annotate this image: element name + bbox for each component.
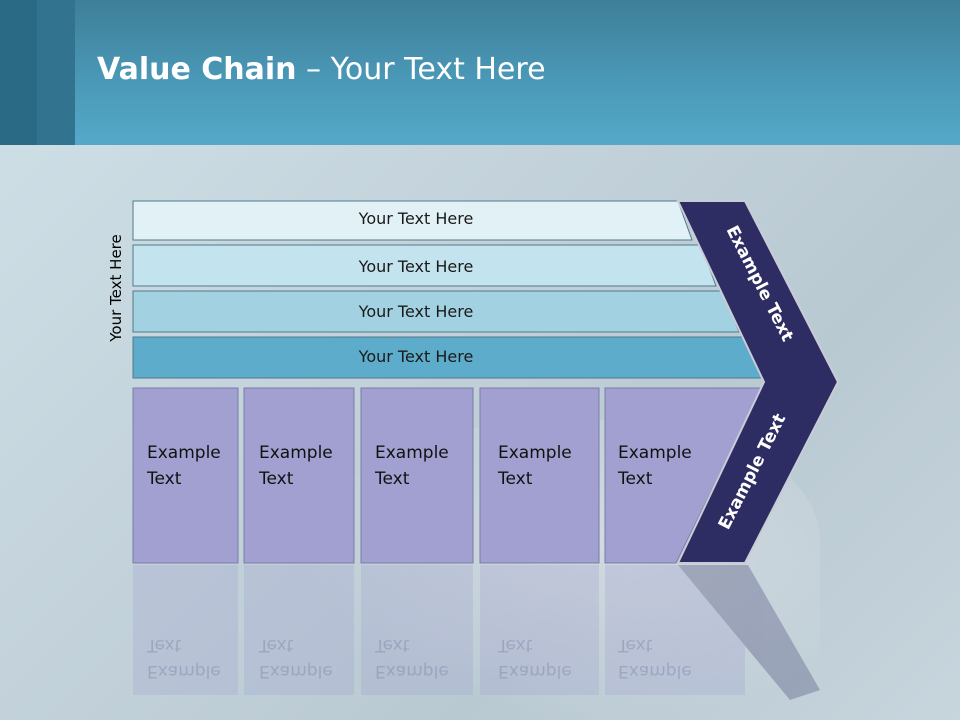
box-reflection — [244, 565, 354, 695]
box-3-text-reflection: Example Text — [375, 632, 449, 684]
activity-box-3 — [360, 387, 474, 564]
box-reflection — [361, 565, 473, 695]
chevron-reflection — [678, 565, 820, 700]
box-4-text-reflection: Example Text — [498, 632, 572, 684]
bar-3 — [132, 290, 740, 333]
chevron-arrow — [676, 200, 840, 564]
box-reflection — [133, 565, 238, 695]
activity-box-2 — [243, 387, 355, 564]
box-3-line2: Text — [375, 469, 410, 489]
bar-3-label: Your Text Here — [358, 302, 474, 321]
box-3-line1: Example — [375, 443, 449, 463]
reflection-line1: Example — [375, 661, 449, 681]
box-2-line1: Example — [259, 443, 333, 463]
bar-2 — [132, 244, 717, 287]
box-5-line1: Example — [618, 443, 692, 463]
header-accent-bar — [0, 0, 37, 145]
reflection-line2: Text — [498, 635, 533, 655]
page-title: Value Chain – Your Text Here — [97, 52, 546, 87]
box-5-line2: Text — [618, 469, 653, 489]
bar-1-label: Your Text Here — [358, 209, 474, 228]
box-4-line1: Example — [498, 443, 572, 463]
reflection-line1: Example — [618, 661, 692, 681]
reflection-line1: Example — [259, 661, 333, 681]
box-2-line2: Text — [259, 469, 294, 489]
activity-box-1 — [132, 387, 239, 564]
reflection-line2: Text — [618, 635, 653, 655]
box-2-text-reflection: Example Text — [259, 632, 333, 684]
box-1-line1: Example — [147, 443, 221, 463]
reflection-group — [133, 565, 820, 700]
title-bold: Value Chain — [97, 52, 297, 87]
reflection-line1: Example — [498, 661, 572, 681]
activity-box-4 — [479, 387, 600, 564]
activity-box-5 — [604, 387, 763, 564]
box-5-text-reflection: Example Text — [618, 632, 692, 684]
box-1-line2: Text — [147, 469, 182, 489]
bar-1 — [132, 200, 693, 241]
header-band: Value Chain – Your Text Here — [0, 0, 960, 145]
bar-2-label: Your Text Here — [358, 257, 474, 276]
box-1-text-reflection: Example Text — [147, 632, 221, 684]
header-accent-bar — [37, 0, 75, 145]
bar-4-label: Your Text Here — [358, 347, 474, 366]
reflection-line2: Text — [147, 635, 182, 655]
box-reflection — [480, 565, 599, 695]
reflection-line1: Example — [147, 661, 221, 681]
box-4-line2: Text — [498, 469, 533, 489]
reflection-line2: Text — [259, 635, 294, 655]
title-rest: – Your Text Here — [296, 52, 546, 87]
reflection-line2: Text — [375, 635, 410, 655]
box-reflection — [605, 565, 745, 695]
